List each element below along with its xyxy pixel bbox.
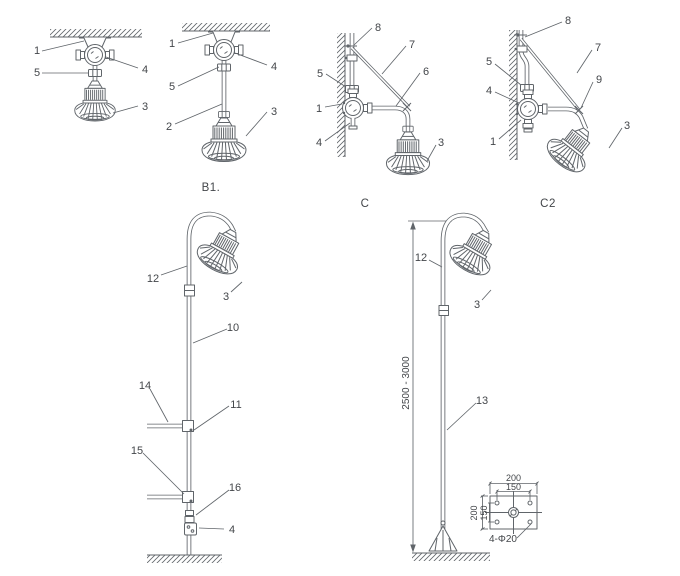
plate-dim-width: 200: [506, 473, 521, 483]
label-fp-3: 3: [474, 299, 480, 311]
pipe-strap-icon: [344, 54, 358, 62]
label-c2-5: 5: [486, 56, 492, 68]
label-c-4: 4: [316, 137, 322, 149]
label-wp-3: 3: [223, 291, 229, 303]
lamp-icon: [541, 115, 604, 179]
plate-holes-label: 4-Φ20: [489, 534, 517, 545]
diagram-ceiling-drop-tube: 1 4 5 2 3 B1.: [166, 23, 277, 194]
height-dimension: 2500 - 3000: [401, 356, 412, 410]
label-a-3: 3: [142, 101, 148, 113]
label-c2-1: 1: [490, 136, 496, 148]
diagram-wall-mount-tilted: 8 7 5 9 4 1 3 C2: [486, 15, 630, 210]
label-c2-4: 4: [486, 85, 492, 97]
label-wp-10: 10: [227, 322, 239, 334]
diagram-floor-pole-mount: 2500 - 3000 12 3 13: [401, 212, 506, 561]
label-wp-11: 11: [230, 399, 241, 411]
lamp-icon: [74, 80, 116, 122]
label-wp-16: 16: [229, 482, 241, 494]
label-wp-15: 15: [131, 445, 143, 457]
label-fp-13: 13: [476, 395, 488, 407]
caption-c2: C2: [540, 198, 556, 210]
label-a-5: 5: [34, 67, 40, 79]
label-c-5: 5: [317, 68, 323, 80]
label-a-4: 4: [142, 64, 148, 76]
diagram-ceiling-mount: 1 5 4 3: [34, 29, 148, 122]
junction-box-icon: [342, 97, 364, 119]
label-c-7: 7: [409, 39, 415, 51]
union-coupler-icon: [217, 63, 231, 72]
plate-dim-hole-spacing-v: 150: [479, 505, 489, 520]
junction-box-icon: [517, 98, 539, 120]
label-b1-4: 4: [271, 61, 277, 73]
label-wp-12: 12: [147, 273, 159, 285]
label-c-1: 1: [316, 103, 322, 115]
label-wp-14: 14: [139, 380, 151, 392]
plate-dim-hole-spacing: 150: [506, 482, 521, 492]
lamp-icon: [201, 117, 247, 162]
plate-dim-height: 200: [469, 505, 479, 520]
label-c-8: 8: [375, 22, 381, 34]
lamp-icon: [192, 219, 253, 281]
diagram-wall-mount-straight: 8 7 5 6 1 4 3 C: [316, 22, 444, 210]
label-wp-4: 4: [229, 524, 235, 536]
diagram-pole-rail-mount: 12 3 10 14 11 15 16 4: [131, 211, 253, 563]
label-a-1: 1: [34, 45, 40, 57]
label-b1-2: 2: [166, 121, 172, 133]
label-c2-7: 7: [595, 42, 601, 54]
caption-b1: B1.: [202, 182, 221, 194]
label-fp-12: 12: [415, 252, 427, 264]
label-b1-5: 5: [169, 81, 175, 93]
label-c2-9: 9: [596, 74, 602, 86]
junction-box-icon: [213, 39, 235, 61]
union-coupler-icon: [88, 69, 102, 77]
label-c2-3: 3: [624, 120, 630, 132]
label-c-3: 3: [438, 137, 444, 149]
lamp-icon: [444, 220, 506, 282]
label-b1-3: 3: [271, 106, 277, 118]
label-c-6: 6: [423, 66, 429, 78]
caption-c: C: [361, 198, 370, 210]
base-plate-detail: 200 150 200 150 4-Φ20: [469, 473, 542, 545]
label-b1-1: 1: [169, 38, 175, 50]
lamp-icon: [385, 131, 431, 176]
label-c2-8: 8: [565, 15, 571, 27]
junction-box-icon: [84, 44, 106, 66]
